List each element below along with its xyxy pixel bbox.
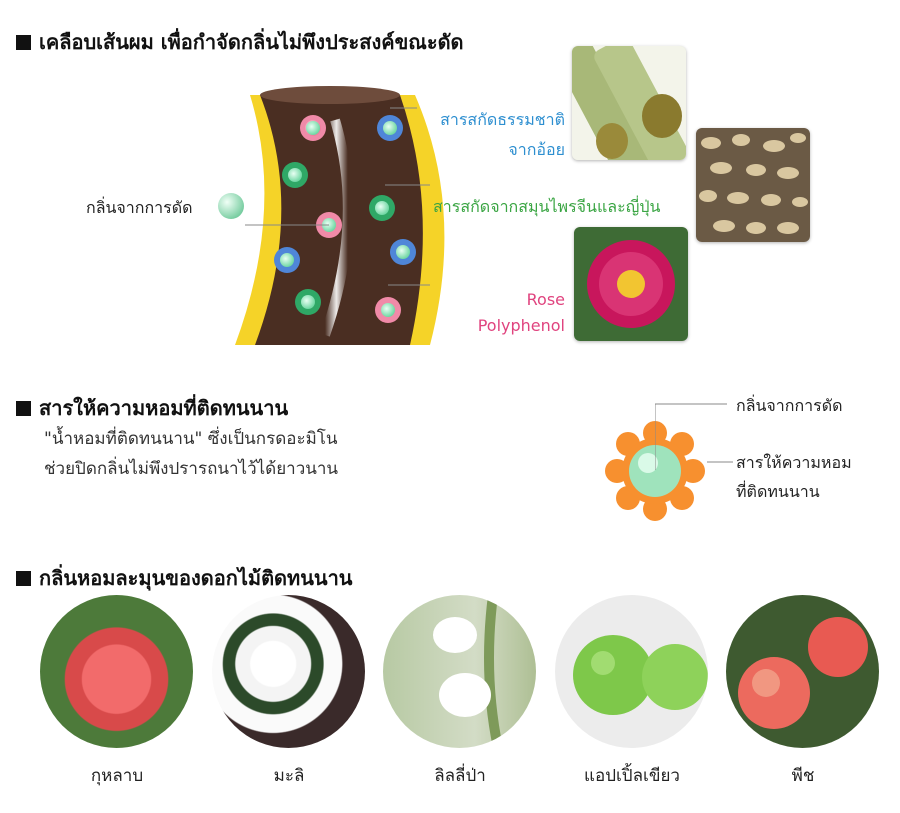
peach-photo: [726, 595, 879, 748]
fragrance-label-line1: สารให้ความหอม: [736, 453, 852, 472]
hair-coating-diagram: [235, 86, 445, 345]
bullet-square-icon: [16, 400, 31, 416]
hair-shine: [320, 118, 353, 337]
section2-heading: สารให้ความหอมที่ติดทนนาน: [16, 392, 288, 424]
rose-label-line1: Rose: [526, 290, 565, 309]
section2-line1: "น้ำหอมที่ติดทนนาน" ซึ่งเป็นกรดอะมิโน: [44, 429, 338, 449]
section2-heading-text: สารให้ความหอมที่ติดทนนาน: [39, 396, 289, 420]
section1-heading-text: เคลือบเส้นผม เพื่อกำจัดกลิ่นไม่พึงประสงค…: [39, 30, 464, 54]
rose-photo: [40, 595, 193, 748]
fragrance-label-line2: ที่ติดทนนาน: [736, 482, 820, 501]
sugarcane-photo: [572, 46, 686, 160]
lily-photo: [383, 595, 536, 748]
odor-ball-icon: [218, 193, 244, 219]
caption-lily: ลิลลี่ป่า: [434, 766, 486, 786]
bullet-square-icon: [16, 570, 31, 586]
rose-extract-photo: [574, 227, 688, 341]
natural-extract-line2: จากอ้อย: [508, 140, 565, 159]
caption-green-apple: แอปเปิ้ลเขียว: [584, 766, 680, 786]
fragrance-molecule-diagram: [605, 421, 705, 521]
bullet-square-icon: [16, 34, 31, 50]
herb-extract-label: สารสกัดจากสมุนไพรจีนและญี่ปุ่น: [433, 197, 661, 216]
caption-jasmine: มะลิ: [273, 766, 305, 786]
natural-extract-line1: สารสกัดธรรมชาติ: [440, 110, 565, 129]
section2-line2: ช่วยปิดกลิ่นไม่พึงปรารถนาไว้ได้ยาวนาน: [44, 459, 339, 479]
section1-heading: เคลือบเส้นผม เพื่อกำจัดกลิ่นไม่พึงประสงค…: [16, 26, 464, 58]
particles: [274, 115, 416, 323]
rose-label-line2: Polyphenol: [477, 316, 565, 335]
jasmine-photo: [212, 595, 365, 748]
molecule-odor-label: กลิ่นจากการดัด: [736, 396, 843, 415]
section3-heading-text: กลิ่นหอมละมุนของดอกไม้ติดทนนาน: [39, 566, 353, 590]
caption-peach: พีช: [791, 766, 815, 786]
hair-top: [260, 86, 400, 104]
green-apple-photo: [555, 595, 708, 748]
herbs-photo: [696, 128, 810, 242]
caption-rose: กุหลาบ: [90, 766, 144, 786]
section3-heading: กลิ่นหอมละมุนของดอกไม้ติดทนนาน: [16, 562, 352, 594]
fragrance-leader-lines: [655, 403, 733, 470]
odor-label: กลิ่นจากการดัด: [86, 198, 193, 217]
